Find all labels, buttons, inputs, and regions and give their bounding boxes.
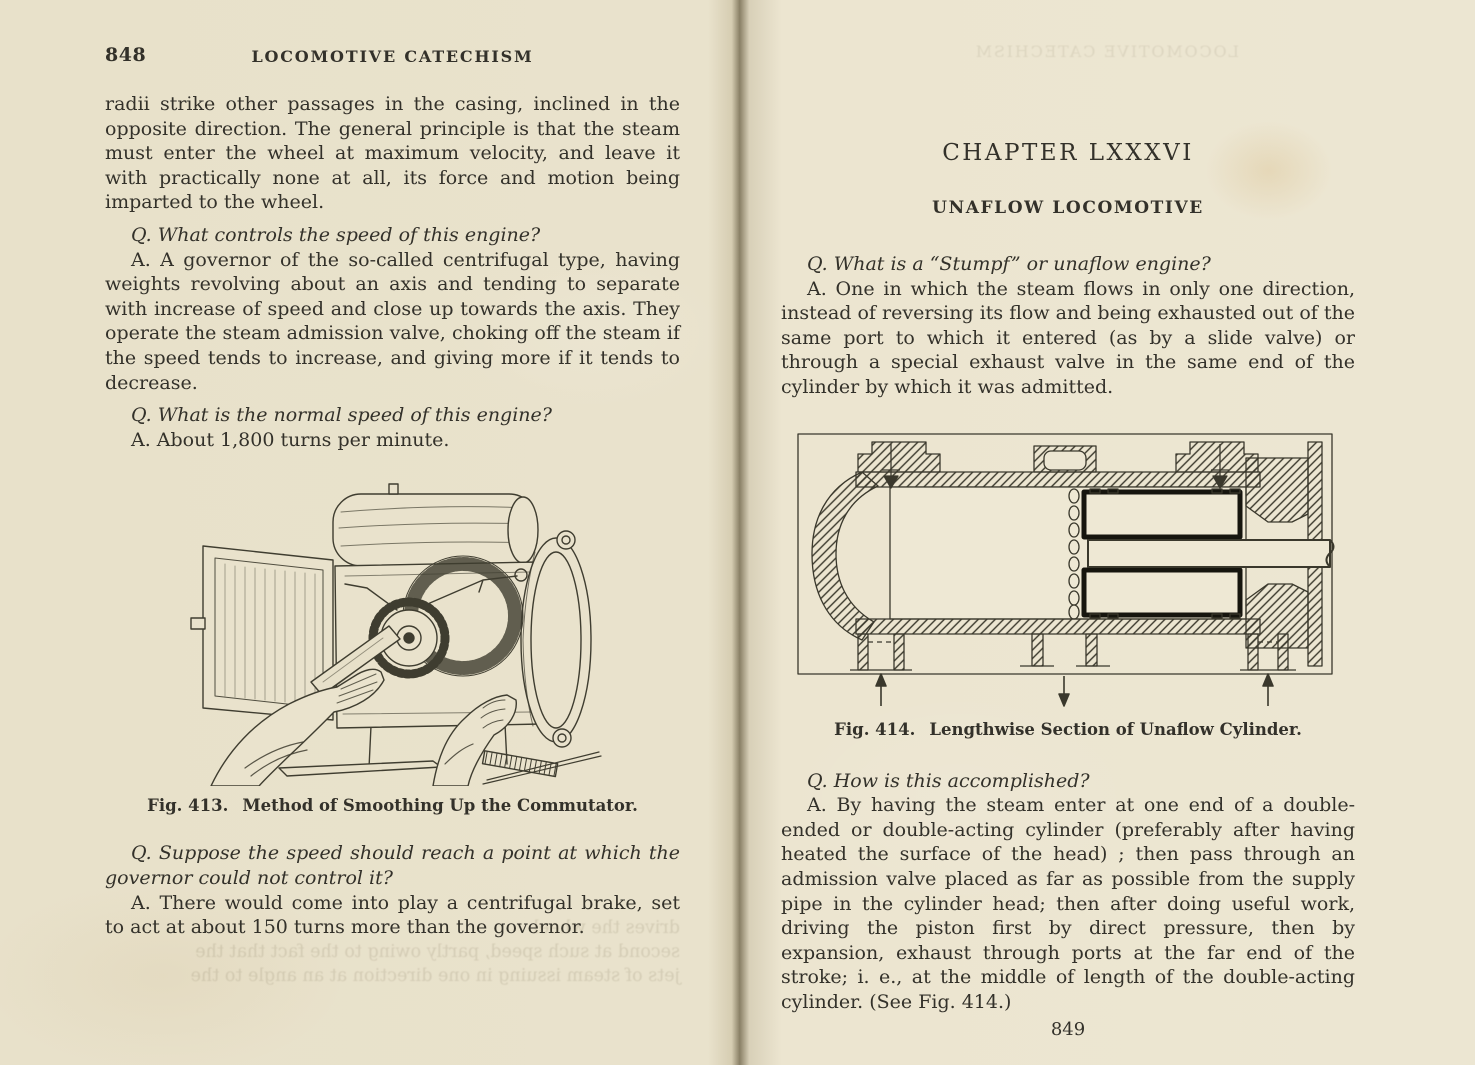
steam-flow-arrows	[875, 672, 1274, 707]
cylinder-wall-top	[855, 470, 1261, 488]
page-right: LOCOMOTIVE CATECHISM CHAPTER LXXXVI UNAF…	[738, 0, 1475, 1065]
cylinder-wall-bottom	[855, 617, 1261, 635]
linkage-arm	[421, 575, 518, 608]
left-hand	[209, 668, 385, 787]
piston-rod	[1087, 538, 1331, 568]
question-how-accomplished: Q. How is this accomplished?	[807, 769, 1090, 792]
wood-stick	[481, 751, 602, 785]
question-speed-control: Q. What controls the speed of this engin…	[131, 223, 541, 246]
brush	[481, 750, 558, 778]
figure-414: Fig. 414. Lengthwise Section of Unaflow C…	[781, 428, 1355, 739]
figure-413-caption: Fig. 413. Method of Smoothing Up the Comm…	[105, 796, 680, 815]
bottom-left-inlet	[850, 632, 912, 671]
question-normal-speed: Q. What is the normal speed of this engi…	[131, 404, 552, 427]
left-admission-valve	[882, 443, 900, 489]
question-stumpf-engine: Q. What is a “Stumpf” or unaflow engine?	[807, 253, 1211, 275]
figure-414-caption-text: Lengthwise Section of Unaflow Cylinder.	[929, 719, 1302, 739]
answer-overspeed: A. There would come into play a centrifu…	[105, 891, 680, 939]
motor-drum	[331, 483, 539, 568]
answer-normal-speed: A. About 1,800 turns per minute.	[131, 428, 450, 451]
figure-414-label: Fig. 414.	[834, 719, 916, 739]
left-cylinder-head	[811, 470, 879, 641]
base-plank	[277, 760, 442, 778]
piston	[1081, 487, 1243, 619]
figure-413: Fig. 413. Method of Smoothing Up the Comm…	[105, 468, 680, 815]
figure-413-caption-text: Method of Smoothing Up the Commutator.	[242, 796, 638, 816]
question-overspeed: Q. Suppose the speed should reach a poin…	[105, 842, 680, 889]
figure-414-caption: Fig. 414. Lengthwise Section of Unaflow C…	[781, 720, 1355, 739]
figure-413-label: Fig. 413.	[147, 796, 229, 816]
left-intro-paragraph: radii strike other passages in the casin…	[105, 93, 680, 214]
right-admission-valve	[1211, 443, 1229, 489]
belt-wheel	[519, 530, 592, 749]
smoothing-stick	[309, 625, 401, 697]
figure-413-engraving	[189, 483, 602, 787]
figure-frame	[797, 432, 1333, 675]
exhaust-springs	[1068, 487, 1080, 620]
left-page-header: 848 LOCOMOTIVE CATECHISM	[105, 44, 680, 70]
section-heading: UNAFLOW LOCOMOTIVE	[932, 198, 1204, 218]
page-left: 848 LOCOMOTIVE CATECHISM radii strike ot…	[105, 44, 680, 1065]
running-title: LOCOMOTIVE CATECHISM	[251, 47, 534, 66]
answer-stumpf-engine: A. One in which the steam flows in only …	[781, 277, 1355, 398]
right-page-number: 849	[1050, 1018, 1086, 1040]
bottom-center-exhaust	[1020, 632, 1110, 667]
figure-414-section-drawing	[797, 432, 1335, 707]
top-left-valve-housing	[857, 440, 941, 473]
chapter-heading: CHAPTER LXXXVI	[942, 140, 1194, 166]
answer-how-accomplished: A. By having the steam enter at one end …	[781, 794, 1355, 1013]
answer-speed-control: A. A governor of the so-called centrifug…	[105, 248, 680, 394]
door-latch	[189, 617, 206, 631]
right-hand	[431, 694, 517, 787]
bottom-right-inlet	[1240, 632, 1296, 671]
right-head-upper	[1245, 456, 1309, 523]
left-page-number: 848	[105, 44, 147, 66]
